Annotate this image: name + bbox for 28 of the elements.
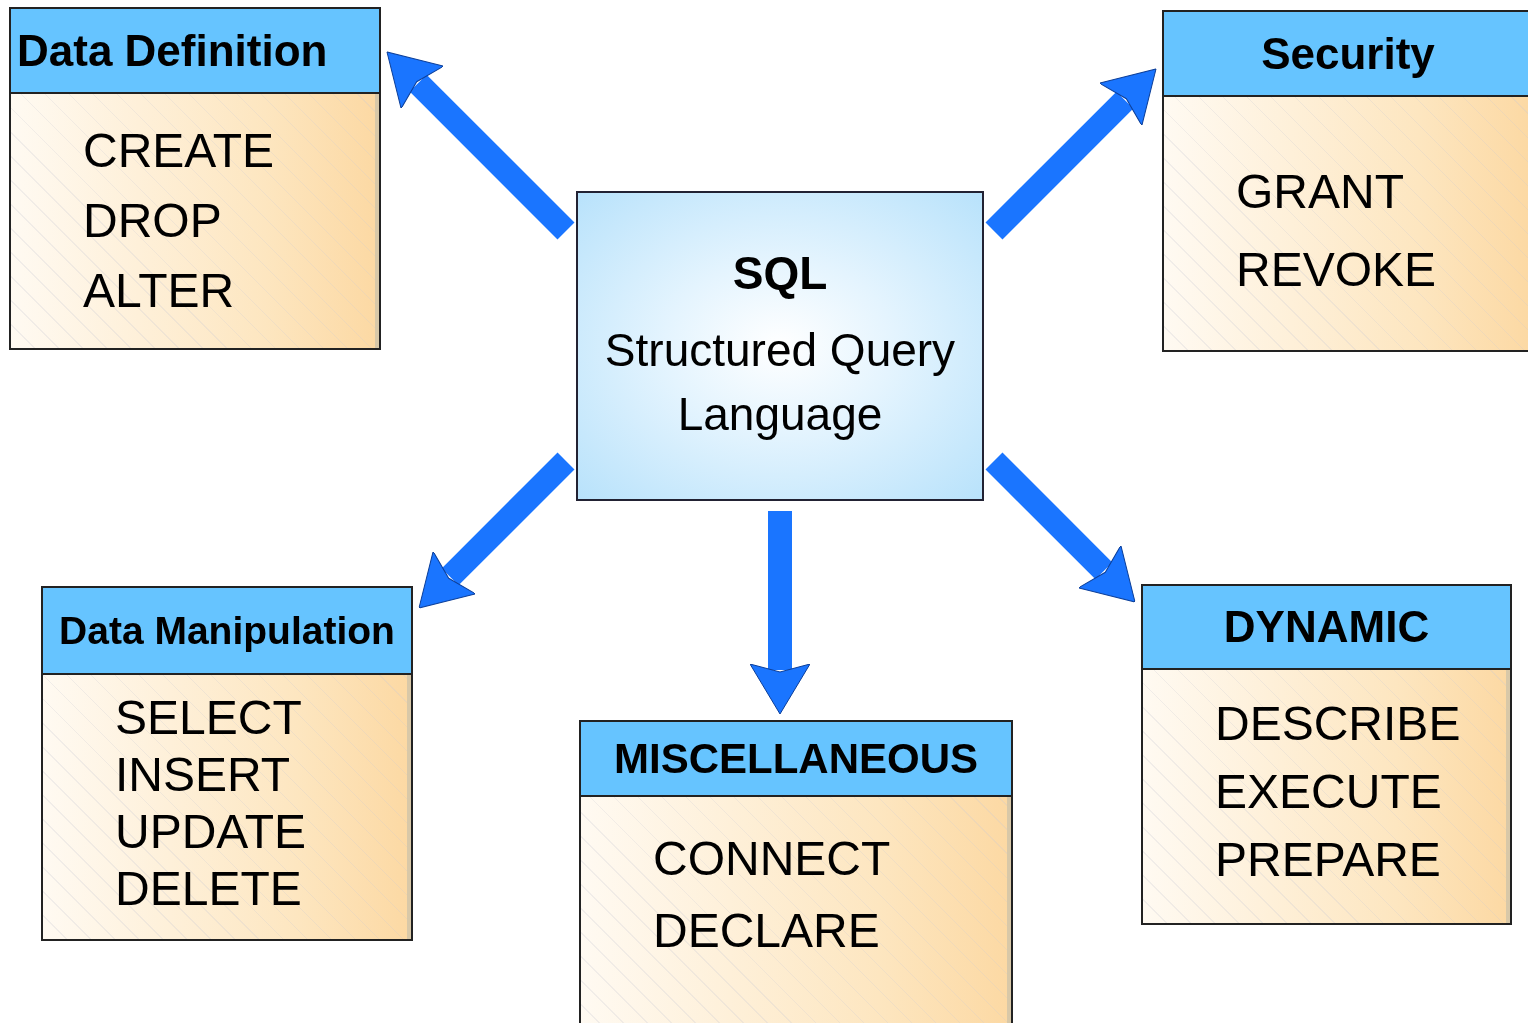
command-text: CONNECT [653, 831, 892, 887]
command-text: DESCRIBE [1215, 696, 1462, 752]
command-text: CREATE [83, 123, 276, 179]
box-title: SQL [732, 246, 828, 300]
command-text: EXECUTE [1215, 764, 1443, 820]
category-heading: Data Definition [17, 25, 329, 76]
command-text: DROP [83, 193, 223, 249]
box-subtitle: Structured Query Language [603, 323, 957, 442]
command-text: INSERT [115, 747, 292, 803]
command-text: PREPARE [1215, 832, 1442, 888]
command-text: DECLARE [653, 903, 881, 959]
command-text: GRANT [1236, 164, 1405, 220]
block-arrow [749, 511, 811, 715]
category-heading: DYNAMIC [1222, 602, 1431, 652]
category-box [9, 7, 381, 350]
category-box [579, 720, 1013, 1023]
command-text: ALTER [83, 263, 236, 319]
category-box [1141, 584, 1512, 925]
command-text: REVOKE [1236, 242, 1438, 298]
command-text: SELECT [115, 690, 303, 746]
category-box [41, 586, 413, 941]
title-box [576, 191, 984, 501]
command-text: DELETE [115, 861, 303, 917]
category-heading: MISCELLANEOUS [613, 734, 979, 783]
category-heading: Security [1260, 28, 1436, 79]
command-text: UPDATE [115, 804, 308, 860]
category-box [1162, 10, 1528, 352]
category-heading: Data Manipulation [58, 608, 396, 653]
